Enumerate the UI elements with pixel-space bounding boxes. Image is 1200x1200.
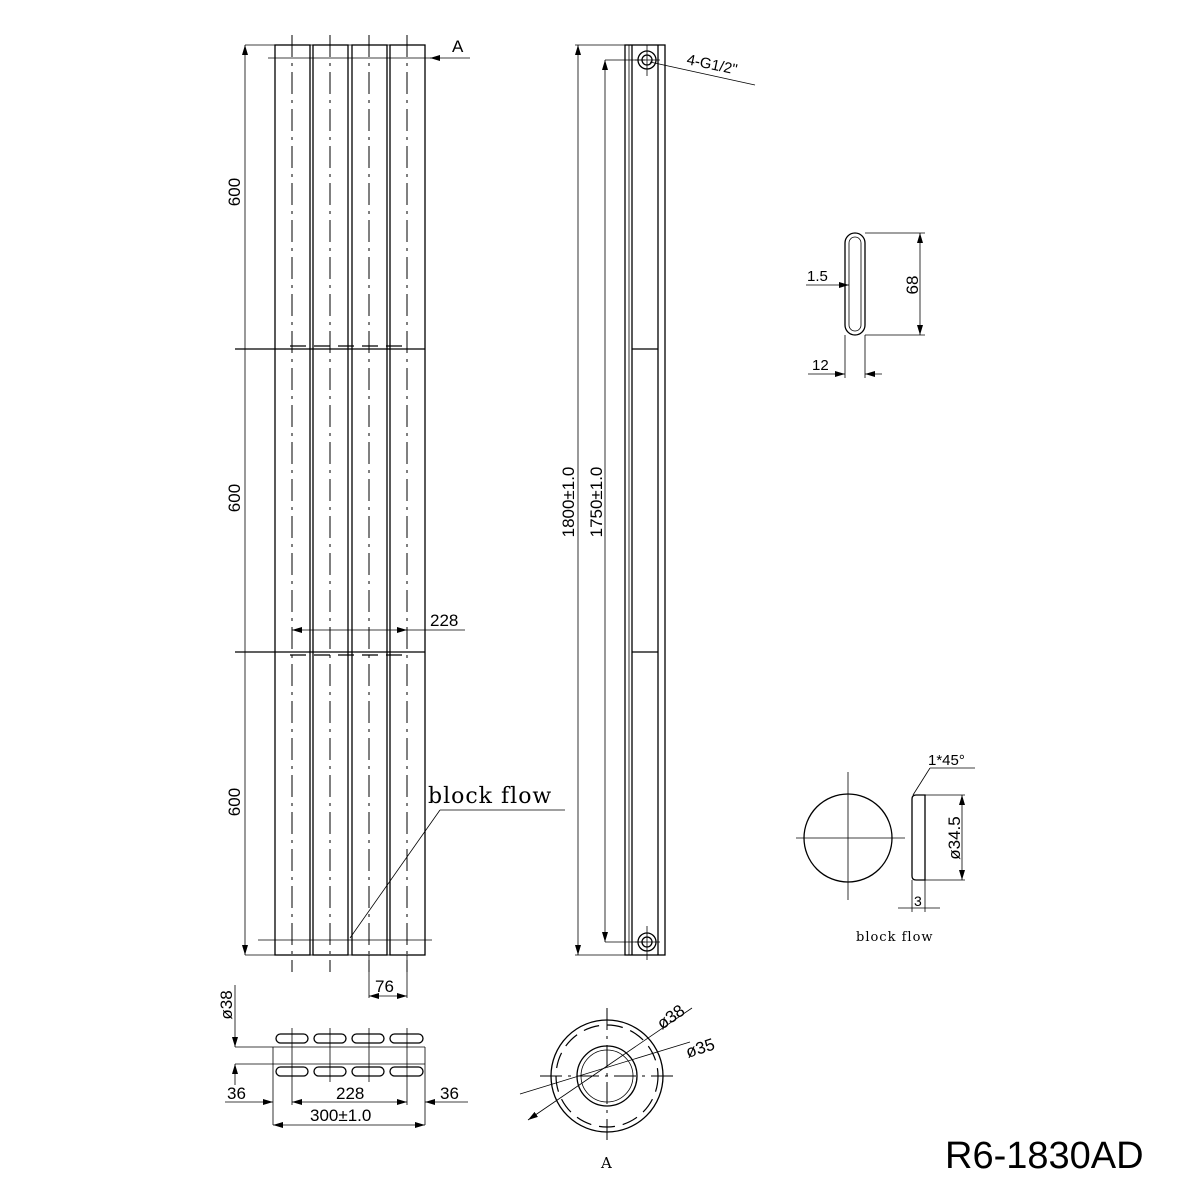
segment-height-3: 600 <box>225 788 244 816</box>
tube-pitch-dimension: 76 <box>375 977 394 996</box>
block-flow-plug-detail: ø34.5 1*45° 3 block flow <box>796 752 975 945</box>
chamfer-dimension: 1*45° <box>928 752 965 769</box>
connection-spec: 4-G1/2" <box>685 51 739 78</box>
tube-section-detail: 68 1.5 12 <box>806 232 925 378</box>
front-view: A 600 600 600 228 76 block flow <box>225 35 565 999</box>
center-spacing-dimension: 228 <box>430 611 458 630</box>
tube-diameter-dimension: ø38 <box>217 990 236 1019</box>
bottom-center-spacing-dimension: 228 <box>336 1084 364 1103</box>
top-connection-icon <box>635 45 660 76</box>
side-view: 4-G1/2" 1800±1.0 1750±1.0 <box>559 44 756 960</box>
model-number: R6-1830AD <box>945 1135 1144 1177</box>
overall-height-dimension: 1800±1.0 <box>559 467 578 538</box>
right-offset-dimension: 36 <box>440 1084 459 1103</box>
section-a-view: ø38 ø35 A <box>519 1001 717 1172</box>
plug-diameter-dimension: ø34.5 <box>945 816 964 859</box>
outer-diameter-dimension: ø38 <box>653 1001 688 1033</box>
segment-height-2: 600 <box>225 484 244 512</box>
section-a-label: A <box>600 1154 613 1172</box>
left-offset-dimension: 36 <box>227 1084 246 1103</box>
overall-width-dimension: 300±1.0 <box>310 1106 371 1125</box>
connection-centers-dimension: 1750±1.0 <box>587 467 606 538</box>
section-a-marker: A <box>452 37 464 56</box>
tube-depth-dimension: 68 <box>903 276 922 295</box>
bottom-view: ø38 36 228 36 300±1.0 <box>217 985 468 1128</box>
bottom-connection-icon <box>635 926 660 960</box>
inner-diameter-dimension: ø35 <box>683 1035 717 1062</box>
wall-thickness-dimension: 1.5 <box>807 268 828 285</box>
tube-ends <box>275 1028 424 1105</box>
radiator-tubes <box>235 35 432 972</box>
plug-label: block flow <box>856 930 934 945</box>
segment-height-1: 600 <box>225 178 244 206</box>
block-flow-label: block flow <box>428 784 552 809</box>
tube-width-dimension: 12 <box>812 357 829 374</box>
plug-thickness-dimension: 3 <box>914 893 922 909</box>
